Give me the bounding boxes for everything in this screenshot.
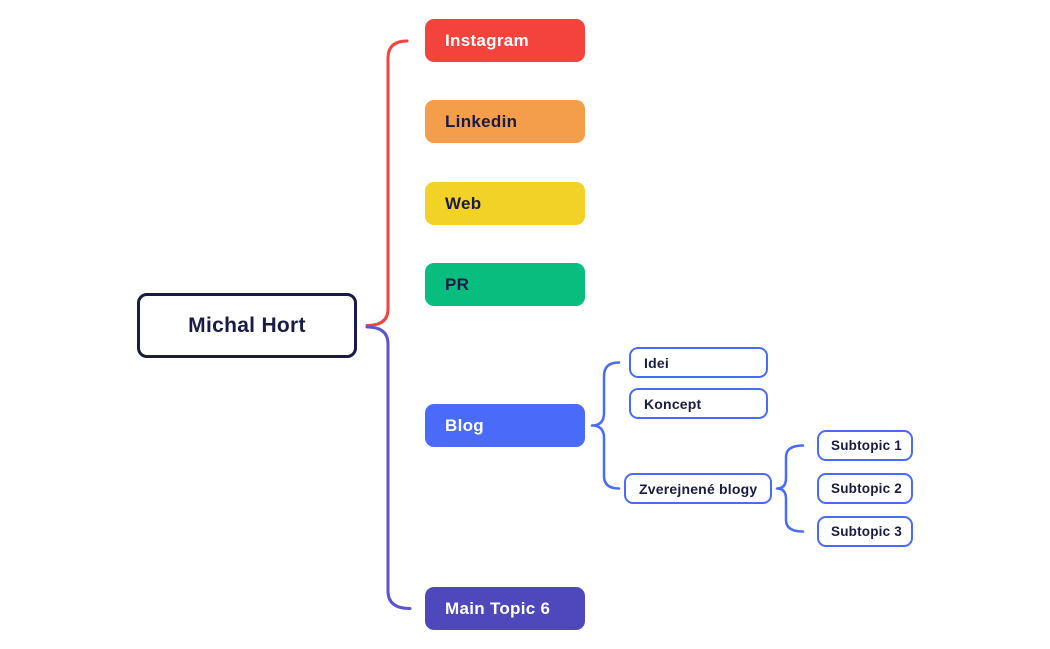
node-main-topic-6-label: Main Topic 6 (445, 598, 551, 618)
node-zverejnene-blogy-label: Zverejnené blogy (639, 480, 758, 497)
node-subtopic-1[interactable]: Subtopic 1 (817, 430, 913, 461)
node-web[interactable]: Web (425, 182, 585, 225)
node-linkedin-label: Linkedin (445, 111, 518, 131)
node-linkedin[interactable]: Linkedin (425, 100, 585, 143)
connector-blog-brace (590, 361, 621, 490)
node-pr-label: PR (445, 274, 470, 294)
node-root[interactable]: Michal Hort (137, 293, 357, 358)
node-idei-label: Idei (644, 354, 669, 371)
node-instagram[interactable]: Instagram (425, 19, 585, 62)
node-blog[interactable]: Blog (425, 404, 585, 447)
connector-root-to-main-topic-6 (365, 325, 412, 610)
node-blog-label: Blog (445, 415, 484, 435)
node-subtopic-2[interactable]: Subtopic 2 (817, 473, 913, 504)
node-web-label: Web (445, 193, 482, 213)
node-zverejnene-blogy[interactable]: Zverejnené blogy (624, 473, 772, 504)
node-pr[interactable]: PR (425, 263, 585, 306)
connector-root-to-instagram (365, 39, 409, 327)
node-instagram-label: Instagram (445, 30, 529, 50)
node-koncept[interactable]: Koncept (629, 388, 768, 419)
node-subtopic-3[interactable]: Subtopic 3 (817, 516, 913, 547)
connector-zverejnene-brace (775, 444, 805, 533)
node-koncept-label: Koncept (644, 395, 702, 412)
node-subtopic-3-label: Subtopic 3 (831, 524, 903, 539)
node-subtopic-1-label: Subtopic 1 (831, 438, 903, 453)
node-main-topic-6[interactable]: Main Topic 6 (425, 587, 585, 630)
node-idei[interactable]: Idei (629, 347, 768, 378)
node-root-label: Michal Hort (188, 313, 306, 337)
node-subtopic-2-label: Subtopic 2 (831, 481, 903, 496)
